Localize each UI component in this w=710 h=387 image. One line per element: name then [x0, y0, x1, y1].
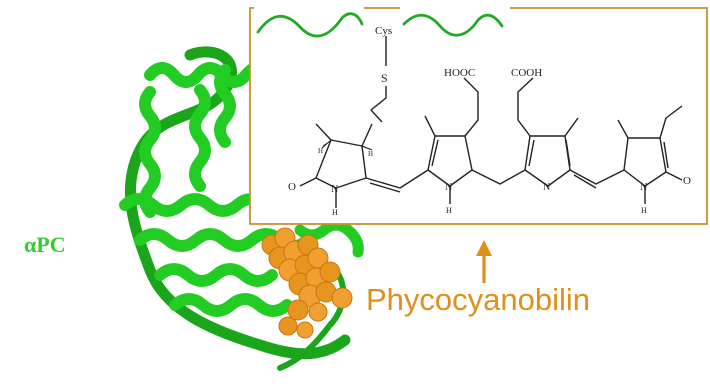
protein-chain-waves [256, 12, 504, 38]
sulfur-label: S [381, 71, 388, 85]
cooh-label: COOH [511, 67, 542, 79]
chromophore-spheres [261, 227, 353, 339]
ribbon-loop [277, 262, 347, 371]
hydrogen-ring-d: H [641, 206, 647, 215]
arrow-up [476, 240, 492, 283]
stereo-hashes [321, 139, 373, 151]
nitrogen-ring-a: N [331, 184, 338, 195]
hydrogen-stereo-left: H [318, 147, 323, 155]
hydrogen-stereo-right: H [368, 150, 373, 158]
pigment-label: Phycocyanobilin [366, 282, 591, 317]
cys-label: Cys [375, 25, 392, 37]
oxygen-right: O [683, 175, 691, 187]
ribbon-helix-b [139, 86, 161, 218]
ribbon-helix-g [154, 263, 278, 287]
protein-label: αPC [24, 232, 66, 257]
nitrogen-ring-d: N [640, 182, 647, 193]
ribbon-helix-c [189, 84, 211, 192]
ribbon-helix-a [144, 60, 272, 88]
hooc-label: HOOC [444, 67, 475, 79]
protein-ribbon [119, 46, 364, 371]
oxygen-left: O [288, 181, 296, 193]
structure-text: Cys S HOOC COOH O O N N N N H H H H H [288, 25, 691, 217]
ribbon-helix-h [169, 293, 293, 317]
hydrogen-ring-a: H [332, 208, 338, 217]
ribbon-helix-d [214, 64, 236, 148]
hydrogen-ring-b: H [446, 206, 452, 215]
ribbon-helix-i [294, 219, 364, 258]
phycocyanobilin-structure [299, 36, 683, 208]
nitrogen-ring-c: N [543, 182, 550, 193]
nitrogen-ring-b: N [445, 182, 452, 193]
ribbon-helix-e [119, 193, 271, 217]
